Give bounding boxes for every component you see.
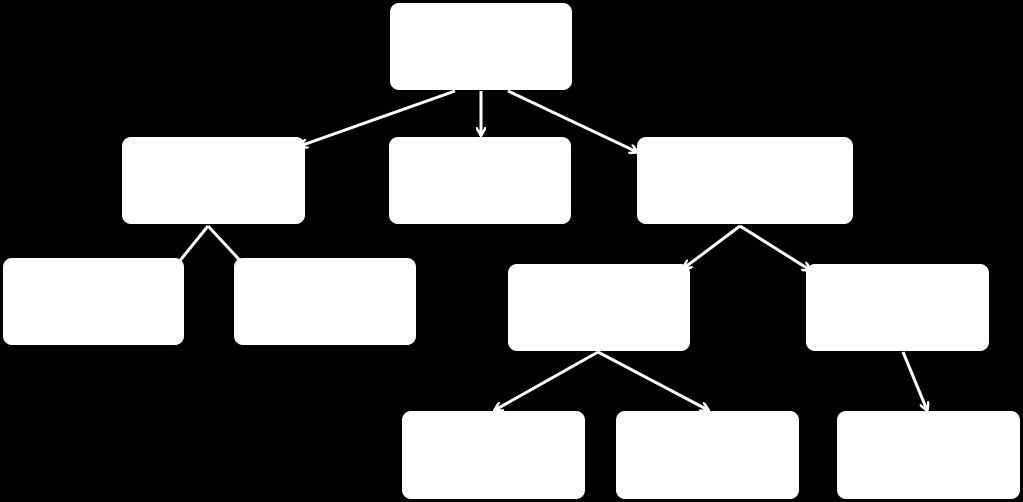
edge-c-to-c1 <box>684 224 741 268</box>
node-c1a <box>402 411 585 499</box>
edge-c-to-c2 <box>739 224 810 270</box>
edge-c2-to-c2a <box>901 351 927 410</box>
node-root <box>390 3 572 90</box>
edge-c1-to-c1a <box>495 350 599 410</box>
edge-root-to-a <box>300 89 456 146</box>
node-a <box>122 137 305 224</box>
edge-c1-to-c1b <box>597 350 708 410</box>
edge-root-to-c <box>507 89 637 152</box>
node-c1b <box>616 411 799 499</box>
node-a1 <box>3 258 184 345</box>
node-c2a <box>837 411 1020 499</box>
node-c <box>637 137 853 224</box>
node-b <box>389 137 571 224</box>
node-a2 <box>234 258 416 345</box>
node-c1 <box>508 264 690 351</box>
node-c2 <box>806 264 989 351</box>
